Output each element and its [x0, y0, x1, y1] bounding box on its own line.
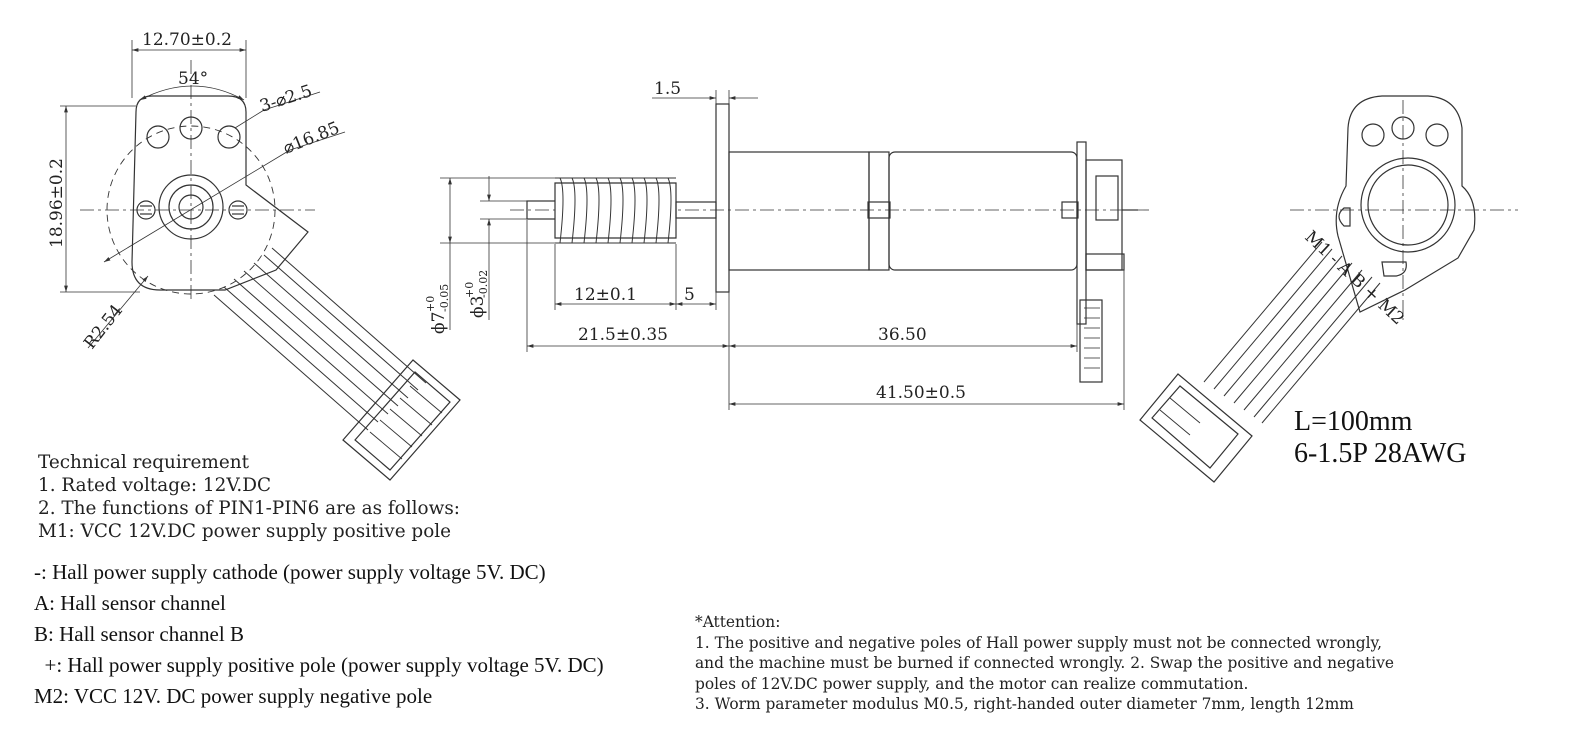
pin-function-list: -: Hall power supply cathode (power supp… — [34, 560, 604, 715]
dim-overall-length: 41.50±0.5 — [876, 383, 966, 403]
dim-shaft-tol-lower: -0.02 — [477, 270, 490, 298]
dim-shaft-tol-upper: +0 — [463, 282, 476, 298]
dim-pcd: ⌀16.85 — [280, 118, 342, 159]
pin-function-item: A: Hall sensor channel — [34, 591, 226, 615]
worm-threads — [555, 177, 676, 244]
front-view-dimension-labels: 12.70±0.2 54° 3-⌀2.5 ⌀16.85 18.96±0.2 R2… — [47, 30, 342, 353]
side-view — [440, 90, 1150, 410]
cable-spec: 6-1.5P 28AWG — [1294, 438, 1466, 469]
attention-line: and the machine must be burned if connec… — [695, 654, 1395, 672]
attention-line: 1. The positive and negative poles of Ha… — [695, 633, 1383, 652]
pin-function-item: +: Hall power supply positive pole (powe… — [34, 653, 604, 677]
dim-shaft-length: 21.5±0.35 — [578, 325, 668, 345]
pin-function-item: B: Hall sensor channel B — [34, 622, 244, 646]
attention-line: poles of 12V.DC power supply, and the mo… — [695, 674, 1249, 693]
dim-worm-tol-lower: -0.05 — [438, 284, 451, 312]
dim-worm-tol-upper: +0 — [424, 296, 437, 312]
dim-flange-thickness: 1.5 — [654, 79, 681, 99]
dim-worm-diameter: ϕ7 — [429, 312, 449, 334]
pin-function-item: M2: VCC 12V. DC power supply negative po… — [34, 684, 433, 708]
tech-title: Technical requirement — [38, 452, 249, 473]
attention-line: 3. Worm parameter modulus M0.5, right-ha… — [695, 695, 1354, 713]
cable-length: L=100mm — [1294, 406, 1413, 437]
pin-function-item: -: Hall power supply cathode (power supp… — [34, 560, 546, 584]
dim-worm-gap: 5 — [684, 285, 695, 305]
dim-height-left: 18.96±0.2 — [47, 158, 67, 248]
dim-motor-length: 36.50 — [878, 325, 927, 345]
dim-width-top: 12.70±0.2 — [142, 30, 232, 50]
tech-line: 2. The functions of PIN1-PIN6 are as fol… — [38, 498, 460, 519]
dim-angle: 54° — [178, 69, 208, 89]
dim-holes: 3-⌀2.5 — [257, 81, 314, 117]
attention-notes: *Attention: 1. The positive and negative… — [695, 612, 1394, 715]
rear-end-view — [1139, 95, 1518, 483]
tech-line: M1: VCC 12V.DC power supply positive pol… — [38, 521, 452, 542]
dim-radius: R2.54 — [80, 301, 127, 353]
tech-line: 1. Rated voltage: 12V.DC — [38, 475, 272, 496]
attention-title: *Attention: — [695, 613, 781, 631]
dim-worm-length: 12±0.1 — [574, 285, 637, 305]
side-view-dimension-labels: 1.5 12±0.1 5 21.5±0.35 36.50 41.50±0.5 ϕ… — [424, 79, 966, 403]
front-end-view — [60, 40, 461, 481]
dim-shaft-diameter: ϕ3 — [468, 296, 488, 318]
technical-requirement: Technical requirement 1. Rated voltage: … — [38, 451, 460, 543]
